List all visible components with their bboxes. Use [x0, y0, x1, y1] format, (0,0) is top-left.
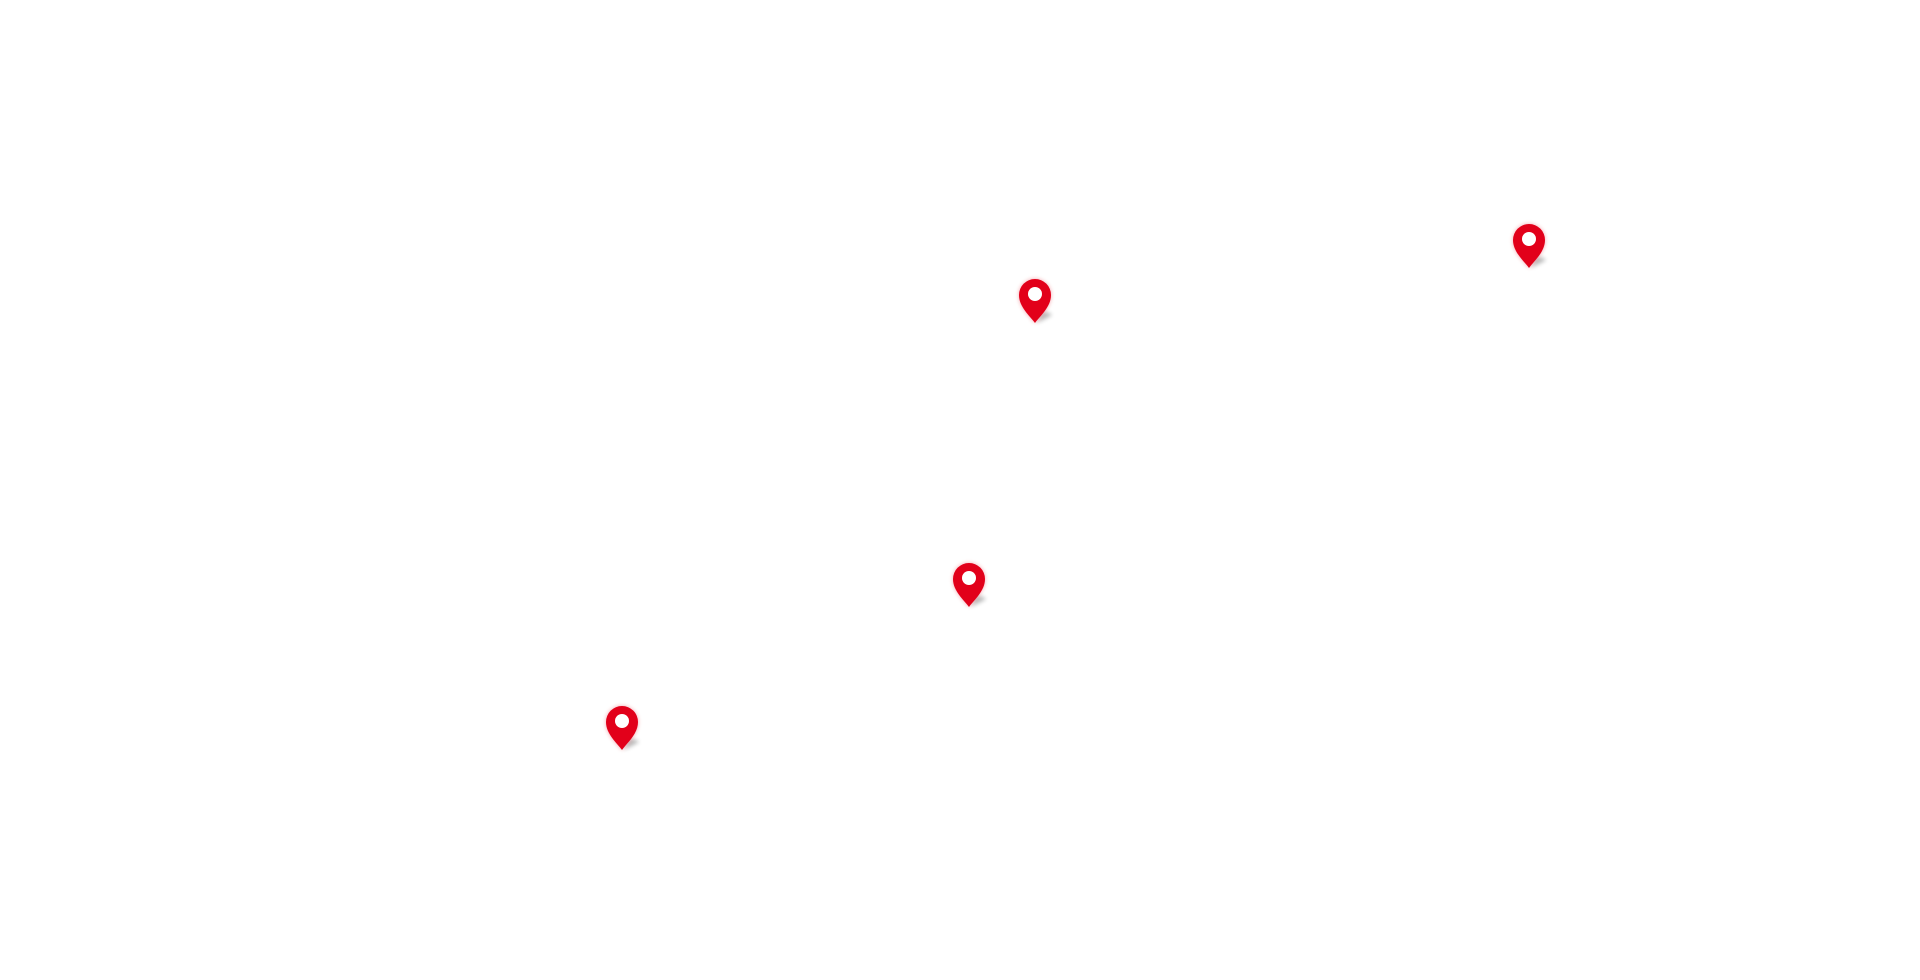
map-pin-icon [606, 706, 639, 750]
map-marker-2[interactable] [1494, 210, 1564, 280]
map-pin-icon [1019, 279, 1052, 323]
map-marker-1[interactable] [1000, 265, 1070, 335]
map-pin-icon [1513, 224, 1546, 268]
map-marker-3[interactable] [934, 549, 1004, 619]
map-pin-icon [953, 563, 986, 607]
map-marker-4[interactable] [587, 692, 657, 762]
